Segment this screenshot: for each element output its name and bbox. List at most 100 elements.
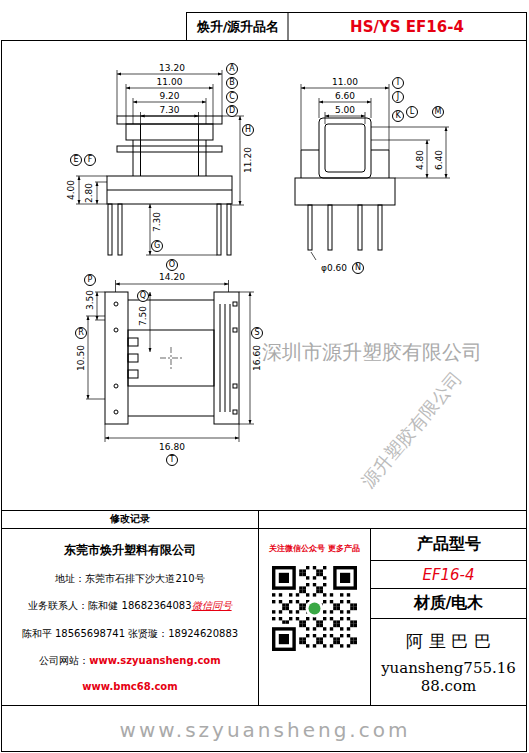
text-line: 公司网站：www.szyuansheng.com xyxy=(39,654,220,668)
node-text: EF16-4 xyxy=(422,566,474,584)
node-text: A xyxy=(229,64,234,73)
table-frame xyxy=(2,12,528,752)
text-line: J xyxy=(397,92,399,102)
text-line: Q xyxy=(140,291,146,301)
dimension-label: 7.50 xyxy=(138,306,148,326)
node-text: 阿 里 巴 巴 xyxy=(406,630,490,653)
dimension-label: 6.60 xyxy=(335,91,355,101)
callout-letter: C xyxy=(226,91,238,103)
text-line: P xyxy=(88,275,93,285)
node-text: H xyxy=(245,125,251,134)
text-line: B xyxy=(229,78,235,88)
part-name: HS/YS EF16-4 xyxy=(288,13,526,40)
front-view xyxy=(107,116,232,255)
text-line: EF16-4 xyxy=(422,566,474,584)
bottom-view xyxy=(105,292,239,424)
dimension-label: 11.20 xyxy=(243,147,253,173)
text-line: K xyxy=(395,111,400,121)
text-line: 东莞市焕升塑料有限公司 xyxy=(64,542,196,559)
node-text: B xyxy=(229,78,235,87)
callout-letter: Q xyxy=(137,290,149,302)
dimension-label: 11.00 xyxy=(157,77,183,87)
node-text: T xyxy=(170,455,175,464)
callout-letter: H xyxy=(242,124,254,136)
bottom-dimensions xyxy=(86,280,254,442)
material-cell: 材质/电木 xyxy=(371,589,526,618)
dimension-label: 5.00 xyxy=(335,105,355,115)
callout-letter: I xyxy=(392,77,404,89)
node-text: F xyxy=(88,155,93,164)
callout-letter: D xyxy=(226,105,238,117)
dimension-label: 6.40 xyxy=(434,150,444,170)
node-text: G xyxy=(154,241,160,250)
node-text: L xyxy=(410,107,414,116)
dimension-label: 10.50 xyxy=(76,345,86,371)
node-text: 焕升/源升品名 xyxy=(197,19,280,34)
text-line: M xyxy=(435,107,442,117)
text-line: H xyxy=(245,125,251,135)
dimension-label: 11.00 xyxy=(332,77,358,87)
side-dimensions xyxy=(301,84,450,260)
dimension-label: 3.50 xyxy=(85,290,95,310)
dimension-label: 13.20 xyxy=(159,63,185,73)
node-text: K xyxy=(395,111,400,120)
side-view xyxy=(295,118,395,250)
node-text: I xyxy=(397,78,399,87)
node-text: C xyxy=(229,92,235,101)
node-text: S xyxy=(254,328,259,337)
dimension-label: 16.60 xyxy=(252,345,262,371)
header-cell: 焕升/源升品名 xyxy=(188,13,288,40)
text-line: A xyxy=(229,64,234,74)
dimension-label: 2.80 xyxy=(84,183,94,203)
node-text: Q xyxy=(140,291,146,300)
callout-letter: T xyxy=(166,454,178,466)
text-line: 陈和平 18565698741 张贤璇：18924620883 xyxy=(22,627,238,641)
node-text: E xyxy=(73,155,78,164)
dimension-label: 7.30 xyxy=(159,105,179,115)
node-text: 微信同号 xyxy=(192,600,232,611)
dimension-label: 4.80 xyxy=(415,150,425,170)
text-line: C xyxy=(229,92,235,102)
text-line: 阿 里 巴 巴 xyxy=(406,630,490,659)
text-line: T xyxy=(170,455,175,465)
callout-letter: F xyxy=(84,154,96,166)
callout-letter: B xyxy=(226,77,238,89)
text-line: R xyxy=(78,328,84,338)
company-info: 东莞市焕升塑料有限公司地址：东莞市石排下沙大道210号业务联系人：陈和健 186… xyxy=(2,529,258,705)
text-line: E xyxy=(73,155,78,165)
node-text: www.bmc68.com xyxy=(82,681,177,692)
text-line: HS/YS EF16-4 xyxy=(350,18,464,36)
node-text: 公司网站： xyxy=(39,655,89,666)
node-text: 产品型号 xyxy=(417,534,481,553)
node-text: P xyxy=(88,275,93,284)
node-text: R xyxy=(78,328,84,337)
text-line: 关注微信公众号 更多产品 xyxy=(269,543,360,554)
qr-cell: 关注微信公众号 更多产品 xyxy=(259,529,370,705)
callout-letter: S xyxy=(251,327,263,339)
node-text: J xyxy=(397,92,399,101)
node-text: N xyxy=(355,263,361,272)
text-line: 材质/电木 xyxy=(414,593,484,614)
text-line: I xyxy=(397,78,399,88)
callout-letter: A xyxy=(226,63,238,75)
node-text: yuansheng755.1688.com xyxy=(377,659,520,695)
node-text: 地址：东莞市石排下沙大道210号 xyxy=(55,573,204,584)
text-line: F xyxy=(88,155,93,165)
text-line: L xyxy=(410,107,414,117)
text-line: 产品型号 xyxy=(417,534,481,555)
node-text: O xyxy=(169,260,175,269)
dimension-label: φ0.60 xyxy=(321,263,347,273)
callout-letter: M xyxy=(432,106,444,118)
revision-cell: 修改记录 xyxy=(2,510,258,528)
callout-letter: O xyxy=(166,259,178,271)
text-line: O xyxy=(169,260,175,270)
node-text: 关注微信公众号 更多产品 xyxy=(269,544,360,553)
text-line: 地址：东莞市石排下沙大道210号 xyxy=(55,572,204,586)
alibaba-cell: 阿 里 巴 巴 yuansheng755.1688.com xyxy=(371,619,526,705)
callout-letter: G xyxy=(151,240,163,252)
text-line: 业务联系人：陈和健 18682364083微信同号 xyxy=(28,599,231,613)
front-dimensions xyxy=(76,70,244,255)
node-text: 修改记录 xyxy=(110,513,150,524)
callout-letter: E xyxy=(70,154,82,166)
callout-letter: P xyxy=(84,274,96,286)
